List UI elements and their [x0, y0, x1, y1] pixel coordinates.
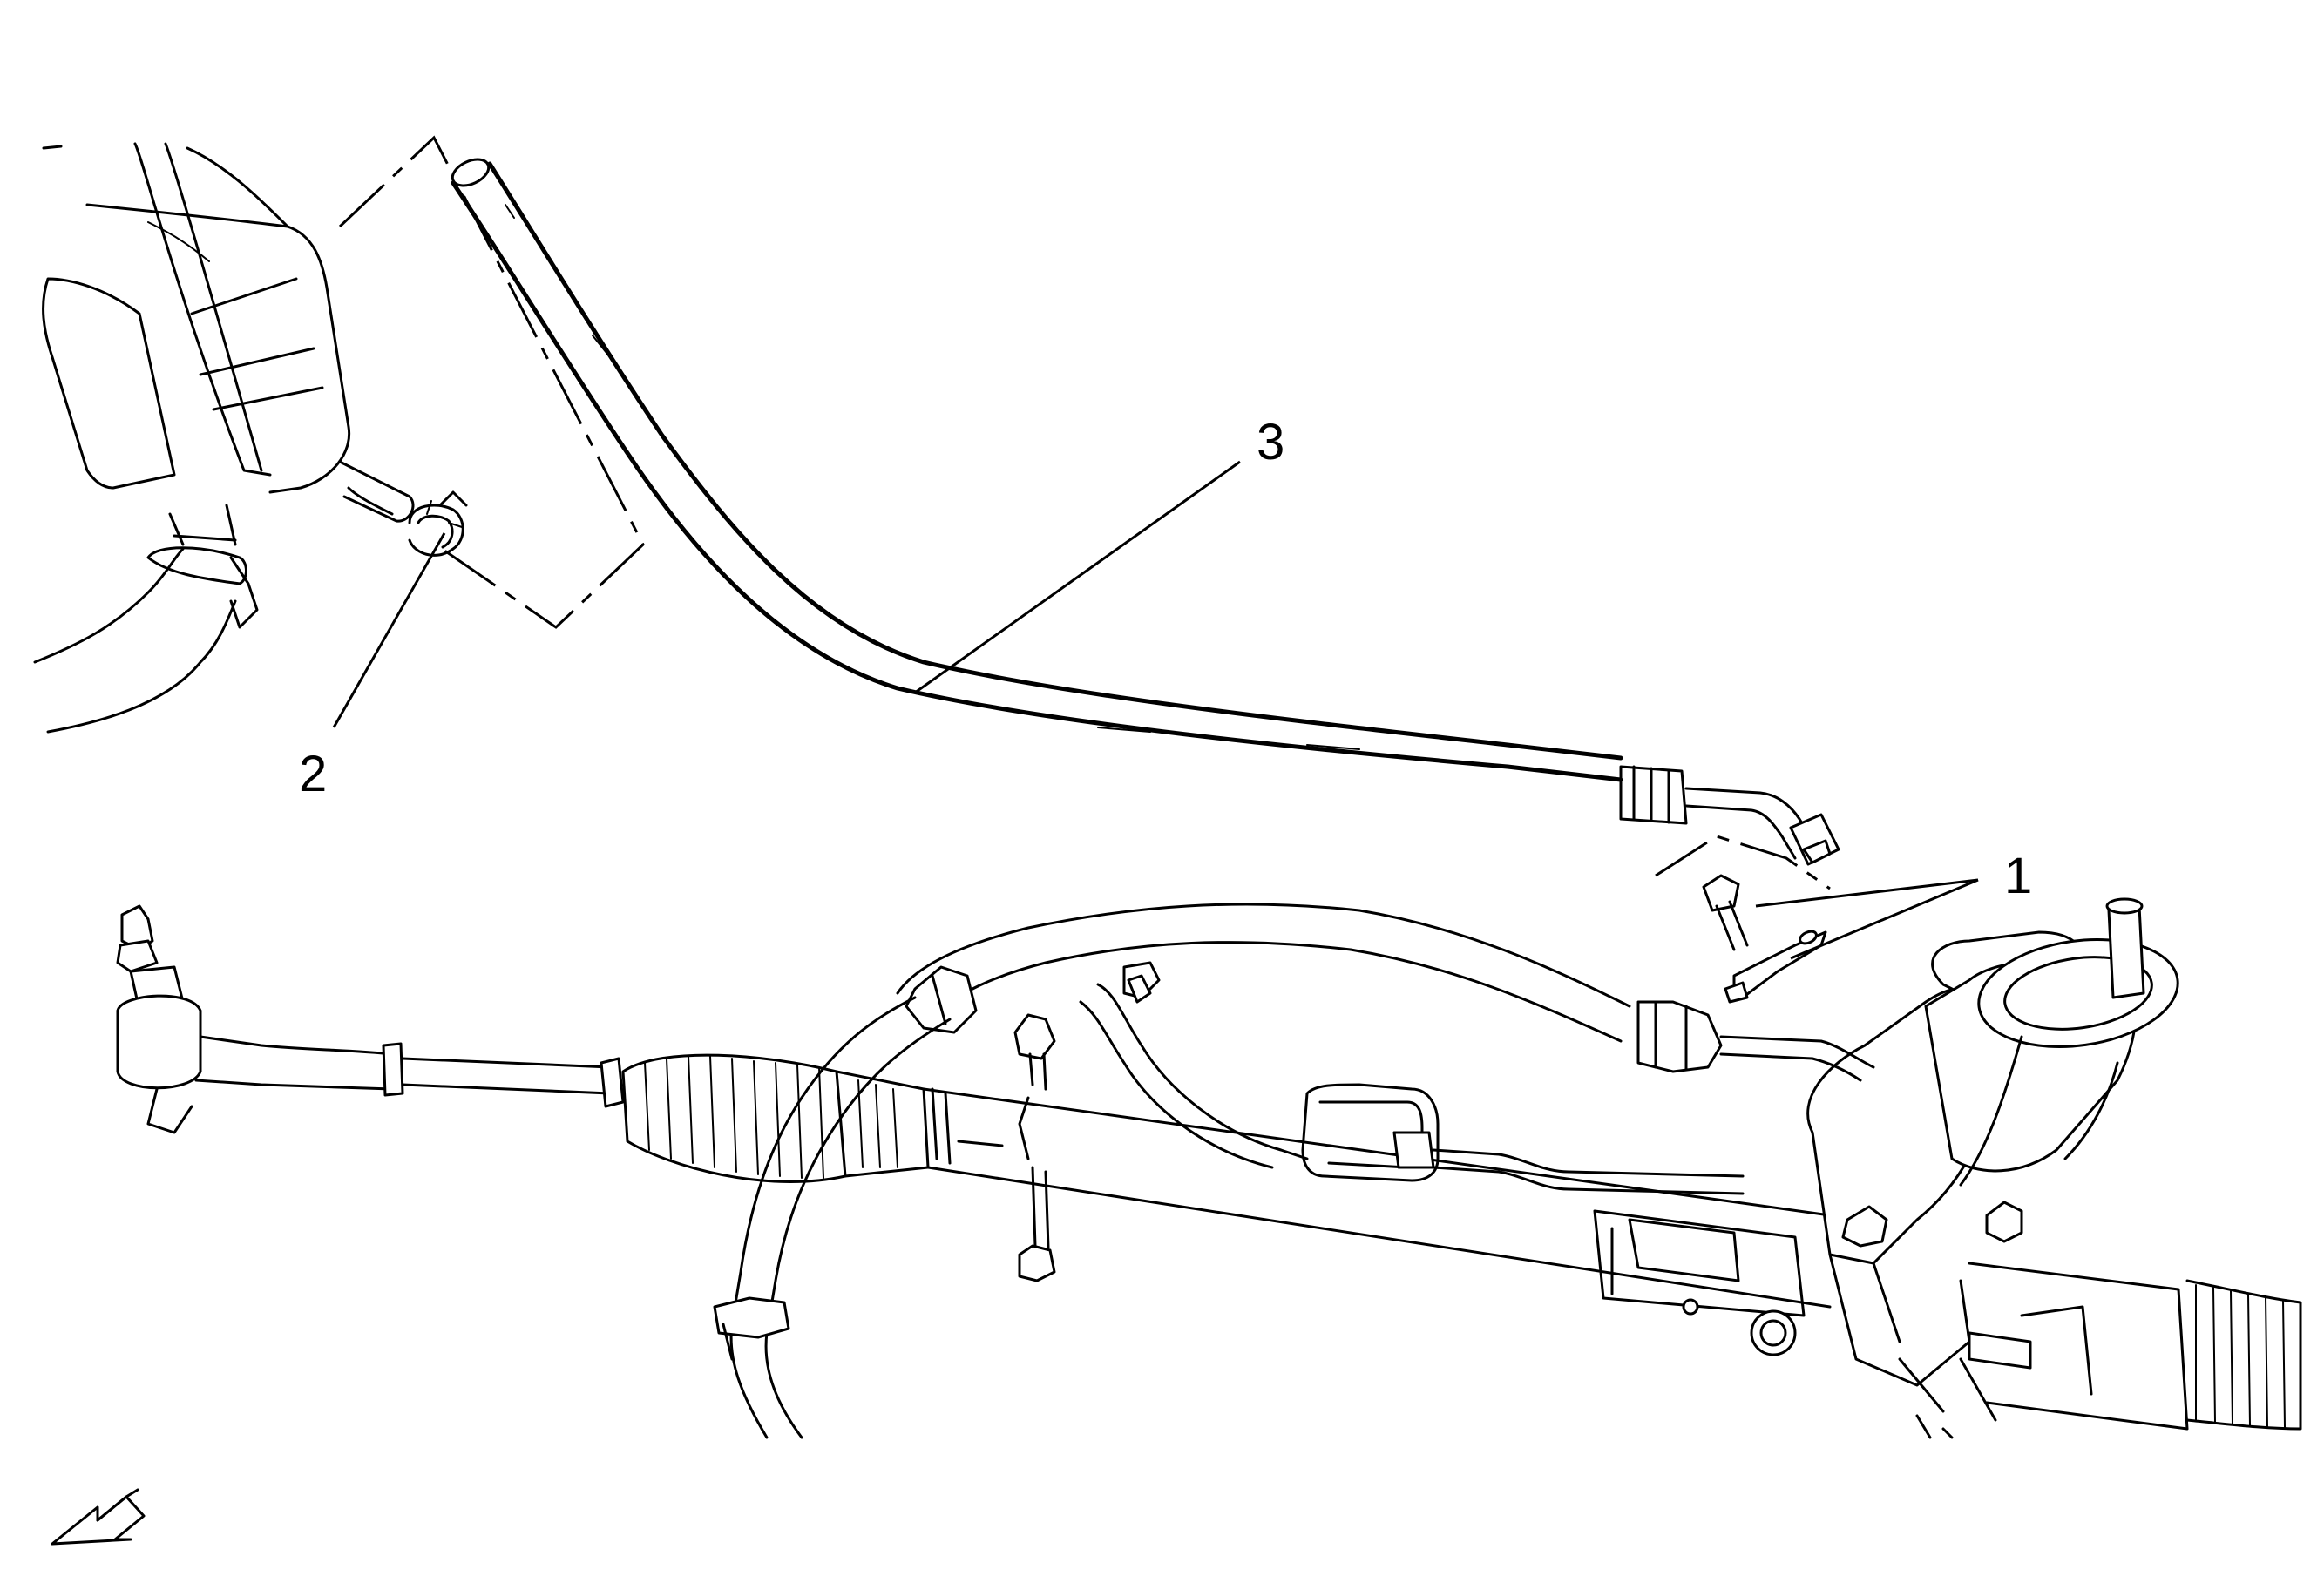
- detail-bracket-lower: [1655, 835, 1831, 890]
- leader-line-2: [332, 532, 446, 728]
- front-arrow-icon: [51, 1488, 146, 1546]
- pressure-hose-and-lines: [713, 903, 1875, 1439]
- leader-line-1b: [1790, 878, 1979, 960]
- steering-gear-assembly: [116, 897, 2302, 1439]
- bolt-and-bracket-part-1: [1702, 874, 1827, 1004]
- return-hose-part-3: [451, 158, 1840, 866]
- detail-bracket-upper: [338, 135, 645, 629]
- leader-line-1a: [1755, 878, 1979, 908]
- reservoir-outlet-hose: [33, 504, 259, 734]
- power-steering-reservoir: [42, 142, 415, 523]
- callout-3: 3: [1257, 414, 1284, 470]
- hose-clamp-part-2: [408, 490, 468, 557]
- callout-1: 1: [2004, 848, 2032, 904]
- leader-line-3: [914, 460, 1241, 694]
- callout-2: 2: [299, 746, 327, 802]
